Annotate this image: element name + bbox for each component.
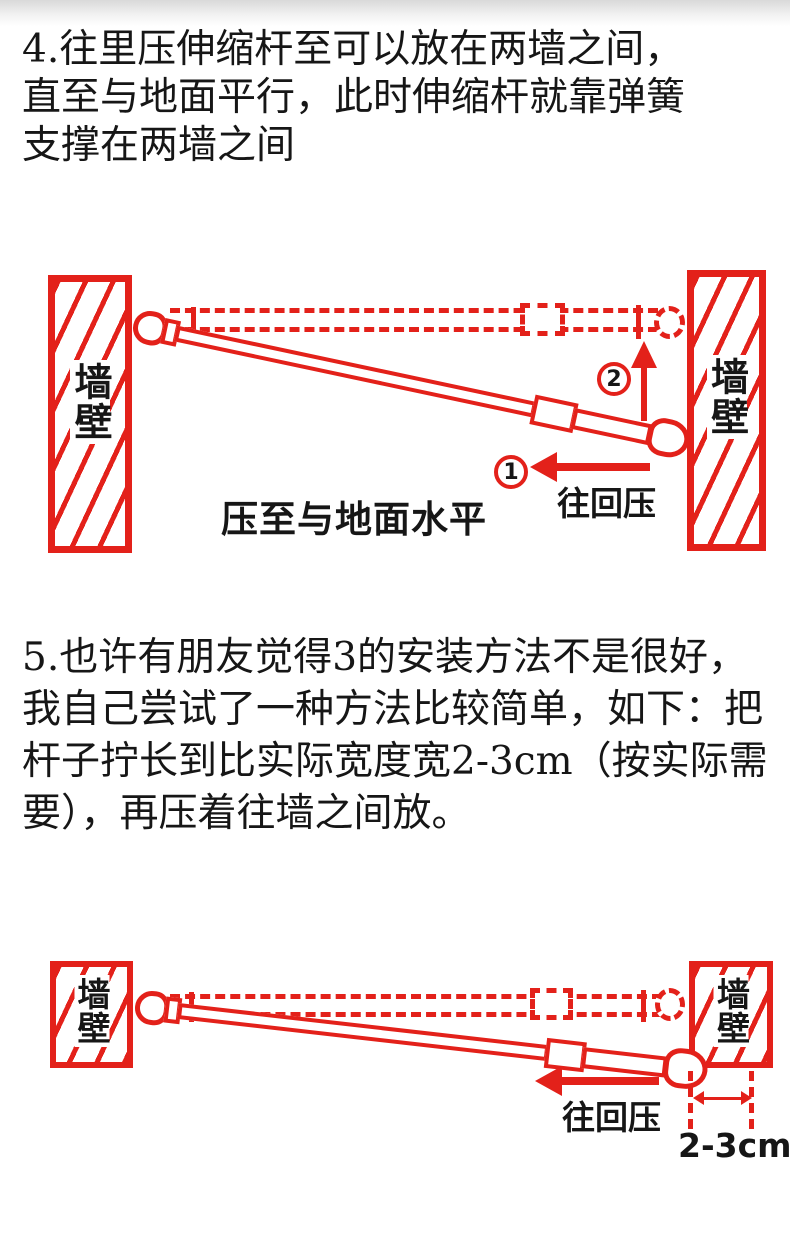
step5-line-1: 5.也许有朋友觉得3的安装方法不是很好， [22, 635, 748, 680]
wall-label: 墙壁 [72, 975, 111, 1047]
step4-line-1: 4.往里压伸缩杆至可以放在两墙之间， [22, 27, 684, 72]
diagram1-left-wall: 墙壁 [48, 275, 132, 553]
dashed-rod-top-line [170, 994, 662, 999]
dashed-rod-tick [636, 305, 641, 339]
dashed-rod-bottom-line [170, 1012, 662, 1017]
step4-line-2: 直至与地面平行，此时伸缩杆就靠弹簧 [22, 75, 686, 120]
left-arrow-shaft [554, 463, 650, 471]
dimension-arrow-left-head-icon [693, 1091, 704, 1105]
dashed-rod-top-line [170, 308, 658, 313]
diagram2-right-wall: 墙壁 [689, 961, 773, 1068]
up-arrow-shaft [641, 365, 647, 421]
dashed-rod-endcap [655, 988, 685, 1021]
step5-line-2: 我自己尝试了一种方法比较简单，如下：把 [22, 687, 764, 732]
up-arrow-head-icon [631, 341, 657, 368]
dashed-rod-tick [641, 990, 646, 1022]
diagram1-caption: 压至与地面水平 [221, 498, 487, 541]
dashed-rod-bottom-line [170, 327, 658, 332]
step4-paragraph: 4.往里压伸缩杆至可以放在两墙之间， 直至与地面平行，此时伸缩杆就靠弹簧 支撑在… [22, 26, 685, 170]
wall-label: 墙壁 [68, 360, 112, 444]
dashed-rod-connector [530, 988, 573, 1020]
dimension-arrow-right-head-icon [741, 1091, 752, 1105]
rod-thin-tube [173, 325, 538, 418]
left-arrow-shaft [559, 1077, 659, 1085]
push-back-arrow [530, 452, 652, 482]
push-back-arrow [535, 1066, 661, 1096]
step5-paragraph: 5.也许有朋友觉得3的安装方法不是很好， 我自己尝试了一种方法比较简单，如下：把… [22, 632, 768, 840]
push-back-label: 往回压 [562, 1098, 661, 1137]
left-arrow-head-icon [535, 1066, 562, 1096]
step-marker-1: 1 [494, 455, 528, 489]
push-back-label: 往回压 [557, 484, 656, 523]
step5-line-3: 杆子拧长到比实际宽度宽2-3cm（按实际需 [22, 739, 768, 784]
step-marker-2-number: 2 [606, 366, 622, 392]
step4-line-3: 支撑在两墙之间 [22, 123, 296, 168]
dimension-dash-left [688, 1071, 693, 1129]
left-arrow-head-icon [530, 452, 557, 482]
step-marker-1-number: 1 [503, 459, 519, 485]
diagram1-right-wall: 墙壁 [687, 270, 766, 551]
dimension-arrow-shaft [701, 1097, 744, 1100]
dimension-double-arrow [693, 1090, 752, 1106]
dashed-rod-connector [520, 303, 565, 336]
top-divider [0, 0, 790, 26]
dashed-rod-endcap [654, 306, 685, 339]
diagram2-left-wall: 墙壁 [50, 961, 133, 1068]
dashed-rod-tick [191, 307, 196, 339]
dimension-label: 2-3cm [678, 1126, 790, 1165]
up-arrow [631, 341, 657, 421]
rod-right-endcap [661, 1046, 710, 1092]
step5-line-4: 要），再压着往墙之间放。 [22, 791, 471, 836]
step-marker-2: 2 [597, 362, 631, 396]
wall-label: 墙壁 [704, 355, 749, 439]
wall-label: 墙壁 [711, 975, 751, 1047]
